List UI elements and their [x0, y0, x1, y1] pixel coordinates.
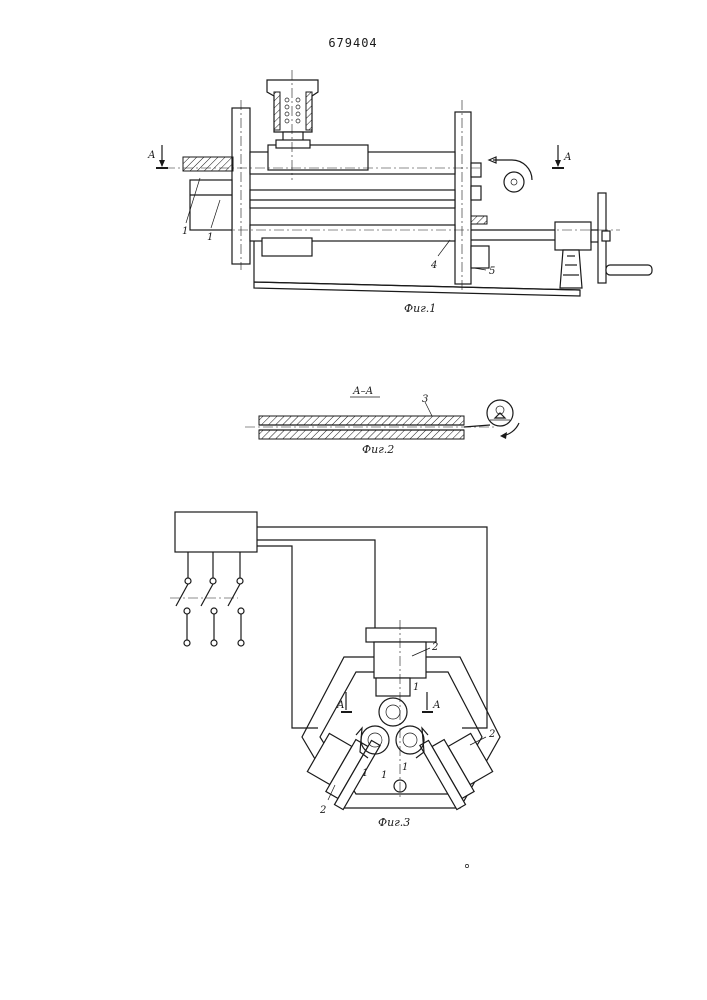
- fig1-label-5: 5: [489, 266, 495, 277]
- fig1-label-1a: 1: [182, 226, 188, 237]
- section-mark-right: А: [552, 145, 572, 168]
- section-mark-left: А: [147, 145, 168, 168]
- fig3-label-1-left: 1: [362, 768, 368, 779]
- fig1-label-1b: 1: [207, 232, 213, 243]
- fig3-label-1-right: 1: [402, 762, 408, 773]
- figure-2: А–А 3 Фиг.2: [245, 386, 519, 456]
- fig3-label-2-left: 2: [319, 805, 326, 816]
- fig2-label-3: 3: [422, 394, 428, 405]
- stray-mark: [465, 864, 468, 867]
- svg-text:А: А: [147, 150, 156, 161]
- svg-text:А: А: [432, 700, 441, 711]
- figure-1: А А 1 1 4 5 Фиг.1: [147, 70, 652, 315]
- fig1-caption: Фиг.1: [404, 302, 436, 315]
- patent-number: 679404: [328, 36, 377, 50]
- svg-text:А: А: [563, 152, 572, 163]
- fig3-label-1-mid: 1: [381, 770, 387, 781]
- fig3-caption: Фиг.3: [378, 816, 410, 829]
- svg-text:А: А: [336, 700, 345, 711]
- figure-3: А А 2 1 2 2 1 1 1 Фиг.3: [170, 512, 500, 829]
- fig3-section-mark-right: А: [422, 692, 441, 712]
- fig3-section-mark-left: А: [336, 692, 352, 712]
- fig2-section-title: А–А: [352, 386, 373, 397]
- fig3-label-2-right: 2: [488, 729, 495, 740]
- fig2-caption: Фиг.2: [362, 443, 394, 456]
- switch-group: [170, 552, 244, 646]
- control-box: [175, 512, 257, 552]
- fig3-label-2-top: 2: [431, 642, 438, 653]
- fig1-label-4: 4: [430, 260, 437, 271]
- fig3-label-1-top: 1: [413, 682, 419, 693]
